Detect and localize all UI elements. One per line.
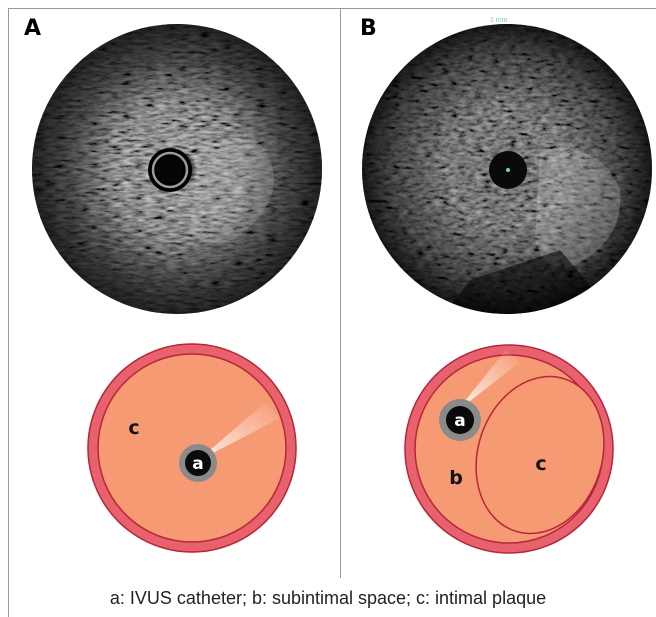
subintimal-label-b: b: [449, 467, 463, 489]
catheter-label-a: a: [192, 454, 203, 474]
svg-text:1 mm: 1 mm: [490, 17, 508, 24]
figure-canvas: 1 mm a c a b c: [0, 0, 656, 580]
ivus-image-a: [32, 24, 322, 314]
vessel-schematic-b: a b c: [405, 345, 624, 553]
catheter-label-b: a: [454, 411, 465, 431]
figure-caption: a: IVUS catheter; b: subintimal space; c…: [0, 588, 656, 609]
plaque-label-a: c: [128, 417, 139, 439]
vessel-schematic-a: a c: [88, 344, 296, 552]
plaque-label-b: c: [535, 453, 546, 475]
ivus-image-b: 1 mm: [362, 17, 652, 320]
